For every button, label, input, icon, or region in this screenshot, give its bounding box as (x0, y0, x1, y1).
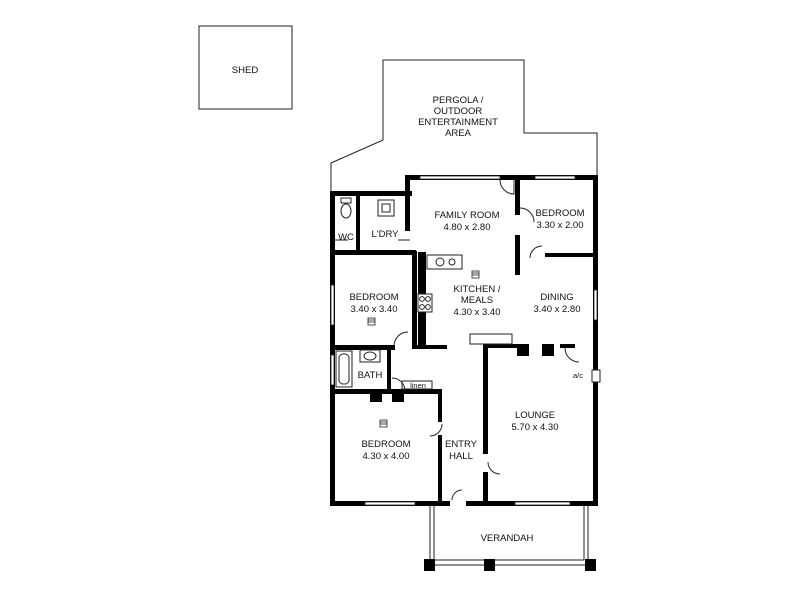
size-family-room: 4.80 x 2.80 (443, 222, 490, 233)
label-bath: BATH (358, 370, 383, 381)
label-entry: ENTRY (445, 439, 478, 450)
size-kitchen: 4.30 x 3.40 (453, 307, 500, 318)
label-bedroom-mid: BEDROOM (349, 292, 398, 303)
label-lounge: LOUNGE (515, 410, 555, 421)
shed-outline (198, 25, 293, 110)
pergola-line-2: OUTDOOR (434, 106, 483, 117)
size-bedroom-rear: 3.30 x 2.00 (536, 220, 583, 231)
label-wc: WC (338, 232, 354, 243)
pergola-line-1: PERGOLA / (433, 95, 484, 106)
label-shed: SHED (232, 65, 259, 76)
size-lounge: 5.70 x 4.30 (511, 422, 558, 433)
label-bedroom-rear: BEDROOM (535, 208, 584, 219)
label-linen: linen (410, 381, 426, 390)
label-kitchen-1: KITCHEN / (454, 284, 501, 295)
door-swings (335, 179, 580, 501)
label-kitchen-2: MEALS (461, 295, 493, 306)
fixtures (335, 197, 601, 428)
size-bedroom-front: 4.30 x 4.00 (362, 451, 409, 462)
size-dining: 3.40 x 2.80 (533, 304, 580, 315)
verandah-structure (424, 503, 596, 571)
pergola-outline (330, 59, 598, 192)
label-bedroom-front: BEDROOM (361, 439, 410, 450)
label-pergola: PERGOLA / OUTDOOR ENTERTAINMENT AREA (418, 95, 498, 139)
windows (330, 175, 598, 506)
label-dining: DINING (540, 292, 573, 303)
label-hall: HALL (449, 451, 473, 462)
size-bedroom-mid: 3.40 x 3.40 (350, 304, 397, 315)
pergola-line-4: AREA (445, 128, 472, 139)
label-ac: a/c (573, 371, 583, 380)
pergola-line-3: ENTERTAINMENT (418, 117, 498, 128)
label-verandah: VERANDAH (481, 533, 534, 544)
label-laundry: L'DRY (372, 229, 400, 240)
label-family-room: FAMILY ROOM (434, 210, 499, 221)
